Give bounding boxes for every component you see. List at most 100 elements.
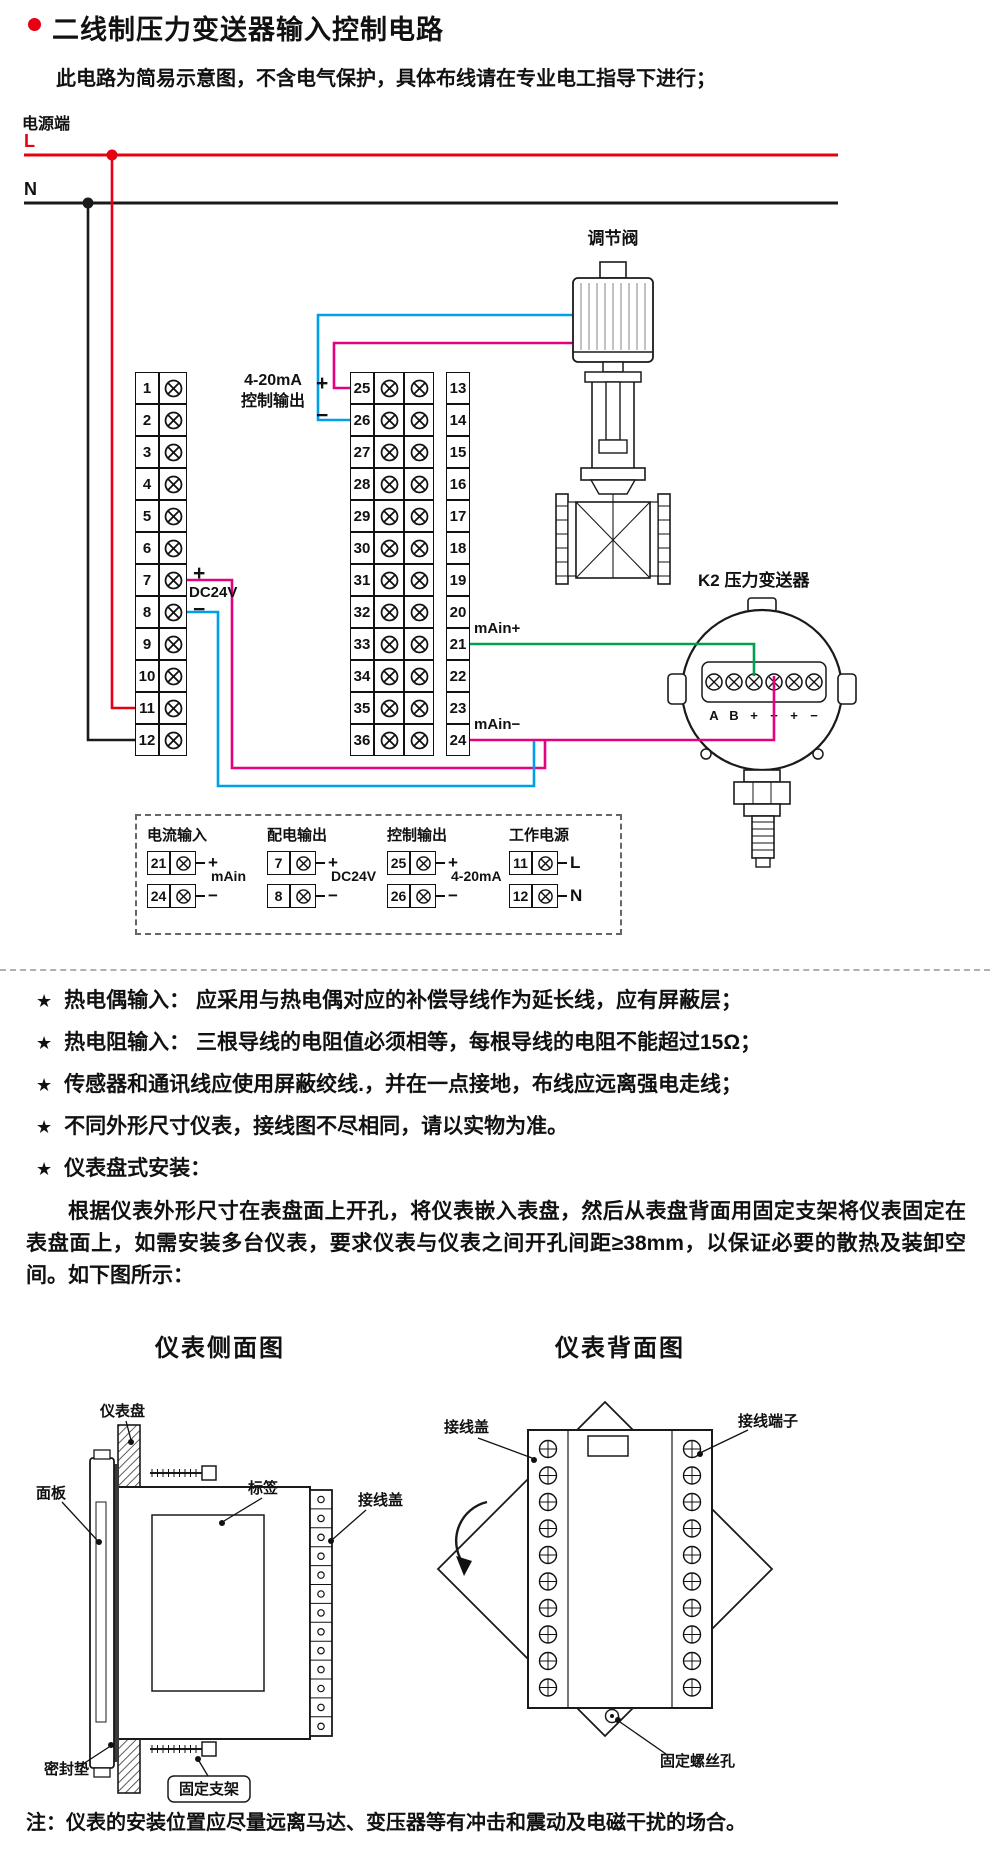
bracket-label-box — [167, 1775, 251, 1803]
front-panel-label: 面板 — [36, 1484, 67, 1502]
terminal-screw-icon — [159, 724, 187, 756]
page-title: 二线制压力变送器输入控制电路 — [52, 15, 444, 45]
actuator-knob — [599, 261, 627, 279]
terminal-screw-icon — [374, 436, 404, 468]
terminal-number: 32 — [350, 596, 374, 628]
screw-hole-label: 固定螺丝孔 — [660, 1752, 735, 1770]
terminal-cover-label: 接线盖 — [358, 1491, 403, 1509]
terminal-screw-icon — [374, 628, 404, 660]
bezel-window — [95, 1501, 107, 1723]
polarity-label: + — [328, 853, 338, 872]
clamp-thread-ticks — [151, 1469, 197, 1753]
terminal-number: 1 — [135, 372, 159, 404]
stem-nut — [598, 439, 628, 454]
terminal-screw-icon — [159, 564, 187, 596]
terminal-screw-icon — [532, 884, 558, 908]
back-view-figure: 接线盖 接线端子 固定螺丝孔 — [436, 1400, 798, 1770]
terminal-screw-icon — [404, 372, 434, 404]
terminal-number: 26 — [350, 404, 374, 436]
wire-stub — [316, 862, 325, 864]
section-divider — [0, 969, 990, 971]
terminal-number: 10 — [135, 660, 159, 692]
terminal-screw-icon — [410, 851, 436, 875]
terminal-row: 28 16 — [350, 468, 470, 500]
wire-neutral-to-terminal-12 — [86, 203, 135, 742]
terminal-number: 28 — [350, 468, 374, 500]
wire-stub — [196, 862, 205, 864]
terminal-gap — [434, 660, 446, 692]
pressure-port — [755, 857, 771, 868]
wire-dc24v-minus — [187, 610, 536, 788]
terminal-number: 22 — [446, 660, 470, 692]
terminal-number: 30 — [350, 532, 374, 564]
terminal-gap — [434, 372, 446, 404]
cable-entry-left — [667, 673, 687, 705]
terminal-number: 16 — [446, 468, 470, 500]
terminal-screw-icon — [170, 884, 196, 908]
back-view-title: 仪表背面图 — [555, 1336, 685, 1362]
terminal-screw-icon — [404, 660, 434, 692]
case-inner — [151, 1514, 265, 1692]
terminal-screw-icon — [374, 500, 404, 532]
terminal-number: 24 — [147, 884, 170, 908]
control-output-plus: + — [316, 372, 329, 395]
bezel-lip-bottom — [93, 1767, 111, 1778]
terminal-strip-cells — [310, 1495, 332, 1731]
terminal-number: 9 — [135, 628, 159, 660]
terminal-row: 12 — [135, 724, 187, 756]
terminal-screw-icon — [159, 404, 187, 436]
neutral-line-label: N — [24, 179, 37, 199]
terminal-screw-icon — [290, 851, 316, 875]
polarity-label: − — [208, 886, 218, 905]
seal-gasket — [113, 1464, 119, 1762]
transmitter-terminal-label: B — [729, 708, 738, 723]
terminal-number: 18 — [446, 532, 470, 564]
valve-stem — [605, 381, 621, 441]
terminal-number: 25 — [350, 372, 374, 404]
bonnet — [589, 479, 637, 495]
terminal-screw-icon — [159, 628, 187, 660]
title-bullet-icon — [28, 18, 41, 31]
side-view-leader-dots — [96, 1439, 334, 1762]
control-output-line2: 控制输出 — [240, 393, 305, 410]
terminal-number: 6 — [135, 532, 159, 564]
terminal-number: 21 — [446, 628, 470, 660]
terminal-number: 23 — [446, 692, 470, 724]
terminal-row: 3 — [135, 436, 187, 468]
wire-live-to-terminal-11 — [110, 155, 135, 710]
terminal-row: 6 — [135, 532, 187, 564]
dc24v-label: DC24V — [189, 584, 238, 601]
terminal-screw-icon — [159, 436, 187, 468]
terminal-screw-icon — [404, 436, 434, 468]
live-line-label: L — [24, 131, 35, 151]
terminal-number: 25 — [387, 851, 410, 875]
legend-group-title: 控制输出 — [387, 827, 448, 844]
terminal-number: 11 — [509, 851, 532, 875]
back-terminals-label: 接线端子 — [738, 1412, 798, 1430]
terminal-screw-icon — [374, 404, 404, 436]
note-text: 传感器和通讯线应使用屏蔽绞线.，并在一点接地，布线应远离强电走线； — [64, 1073, 742, 1096]
side-view-labels: 仪表盘 面板 标签 接线盖 密封垫 — [36, 1402, 403, 1778]
terminal-gap — [434, 500, 446, 532]
legend-row: 26− — [387, 884, 505, 908]
terminal-screw-icon — [404, 724, 434, 756]
wire-control-output-plus-to-valve — [332, 341, 578, 390]
flange-right — [657, 493, 671, 585]
terminal-screw-icon — [374, 660, 404, 692]
head-tab-left — [700, 748, 712, 760]
process-flange — [743, 803, 781, 817]
terminal-screw-icon — [374, 564, 404, 596]
terminal-gap — [434, 564, 446, 596]
note-text: 仪表盘式安装： — [64, 1157, 212, 1180]
main-minus-label: mAin− — [474, 716, 521, 733]
terminal-screw-icon — [404, 468, 434, 500]
